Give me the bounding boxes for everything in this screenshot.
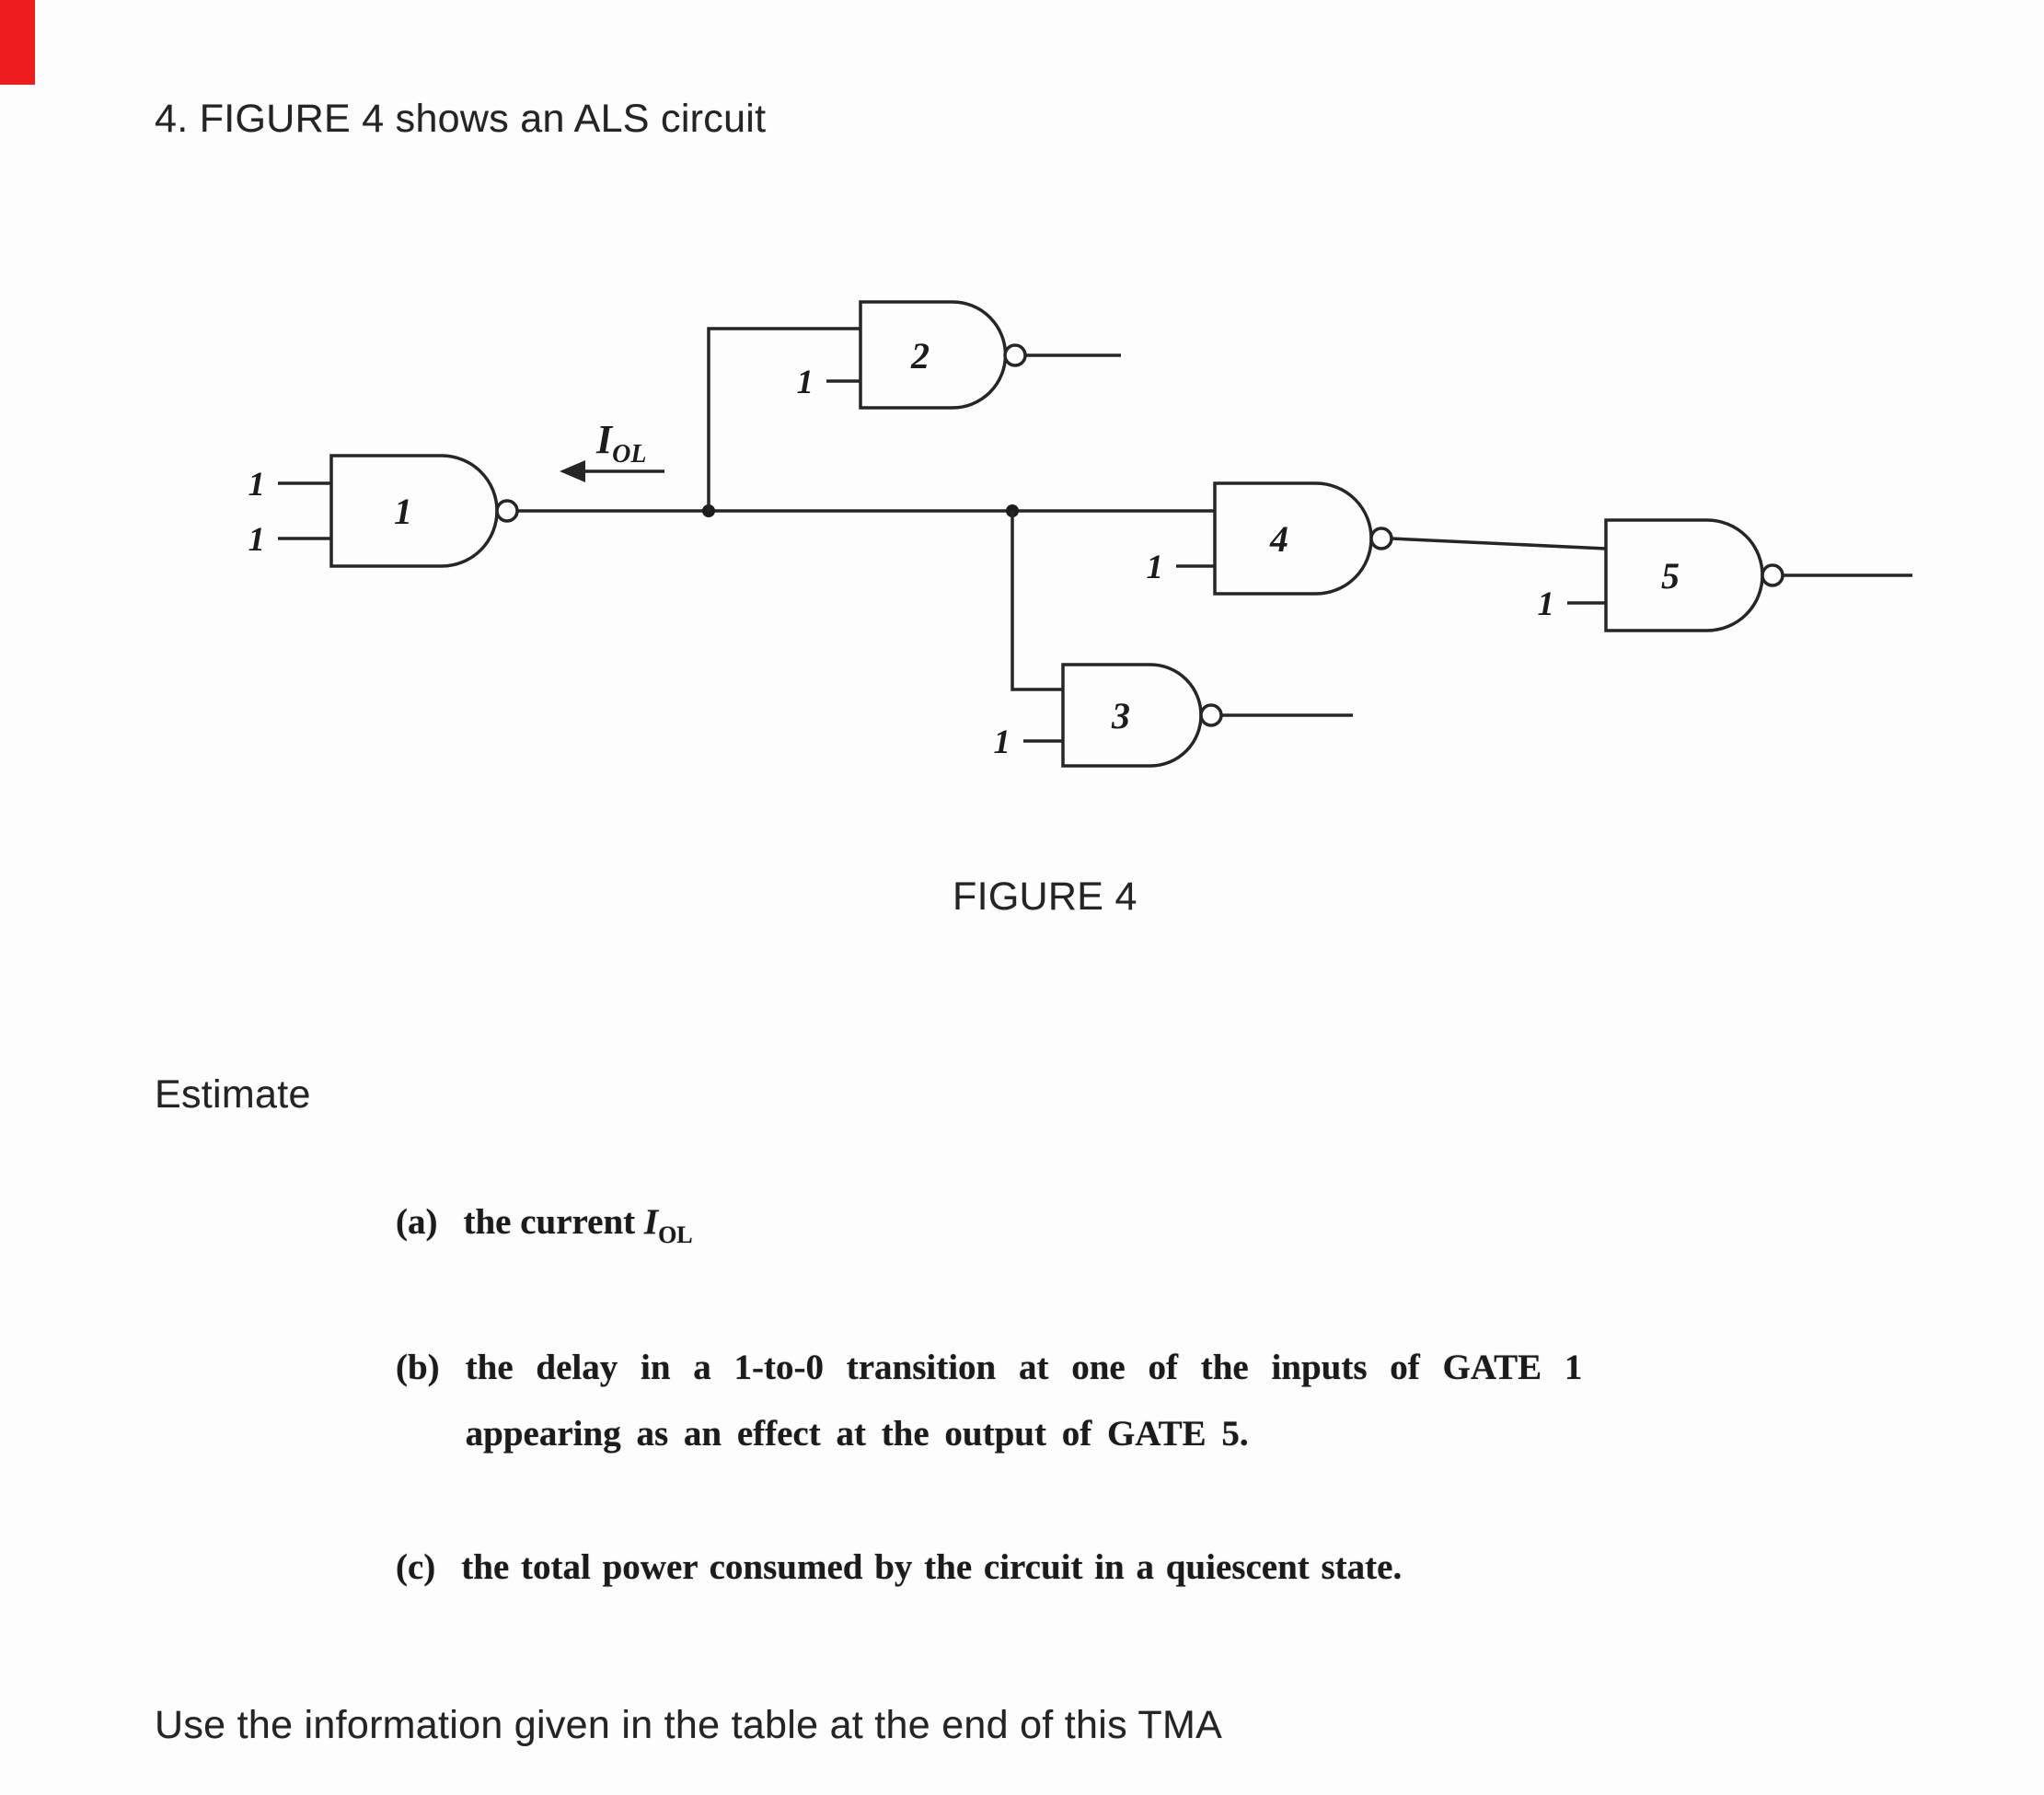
gate-3-label: 3 — [1111, 695, 1130, 736]
gate-5: 1 5 — [1538, 518, 1912, 632]
gate-1-output-bubble — [495, 499, 519, 523]
gate-2-body — [859, 300, 1008, 410]
gate-1-body — [329, 454, 499, 568]
scan-artifact-red-mark — [0, 0, 35, 85]
item-b-line-1: the delay in a 1-to-0 transition at one … — [465, 1348, 1583, 1387]
gate-1-label: 1 — [394, 491, 412, 532]
gate-4-to-gate-5-wire — [1391, 537, 1607, 550]
item-b-text: the delay in a 1-to-0 transition at one … — [466, 1335, 1583, 1467]
branch-wire-to-gate-2 — [707, 327, 860, 511]
gate-3-output-bubble — [1199, 703, 1223, 727]
gate-5-body — [1604, 518, 1764, 632]
item-a: (a) the current IOL — [396, 1201, 693, 1249]
gate-5-output-bubble — [1761, 563, 1784, 587]
gate-5-label: 5 — [1661, 555, 1680, 596]
branch-wire-to-gate-3 — [1010, 511, 1063, 691]
gate-4-label: 4 — [1269, 518, 1288, 560]
item-b-label: (b) — [396, 1348, 440, 1387]
current-subscript: OL — [612, 440, 646, 469]
item-a-text-prefix: the current — [463, 1202, 636, 1242]
current-arrow-head — [560, 460, 585, 482]
current-arrow-label: IOL — [595, 417, 646, 469]
current-symbol-inline: I — [643, 1202, 659, 1242]
estimate-heading: Estimate — [155, 1072, 311, 1117]
item-c: (c) the total power consumed by the circ… — [396, 1546, 1402, 1588]
gate-2-input-label: 1 — [797, 364, 814, 401]
question-title: 4. FIGURE 4 shows an ALS circuit — [155, 97, 767, 141]
item-b-line-2: appearing as an effect at the output of … — [465, 1414, 1249, 1453]
gate-2-label: 2 — [910, 335, 930, 376]
gate-3-body — [1061, 663, 1203, 768]
gate-1-input-label-top: 1 — [248, 466, 266, 504]
item-c-label: (c) — [396, 1547, 436, 1587]
circuit-diagram: 1 1 1 IOL 1 2 1 3 1 — [248, 300, 1912, 768]
gate-2: 1 2 — [797, 300, 1121, 410]
current-symbol: I — [595, 417, 614, 462]
current-arrow: IOL — [560, 417, 664, 482]
footer-note: Use the information given in the table a… — [155, 1703, 1223, 1747]
gate-3: 1 3 — [994, 663, 1353, 768]
gate-4-output-bubble — [1369, 527, 1393, 550]
item-c-text: the total power consumed by the circuit … — [461, 1547, 1403, 1587]
gate-4-body — [1213, 481, 1373, 596]
gate-4: 1 4 — [1147, 481, 1607, 596]
gate-4-input-label: 1 — [1147, 549, 1164, 586]
item-a-label: (a) — [396, 1202, 438, 1242]
gate-1: 1 1 1 — [248, 454, 519, 568]
gate-2-output-bubble — [1003, 343, 1027, 367]
gate-1-input-label-bottom: 1 — [248, 521, 266, 559]
current-subscript-inline: OL — [658, 1222, 693, 1248]
item-b: (b) the delay in a 1-to-0 transition at … — [396, 1335, 1582, 1467]
gate-5-input-label: 1 — [1538, 585, 1555, 623]
item-a-text: the current IOL — [463, 1201, 692, 1249]
figure-caption: FIGURE 4 — [953, 874, 1137, 919]
gate-3-input-label: 1 — [994, 724, 1011, 761]
